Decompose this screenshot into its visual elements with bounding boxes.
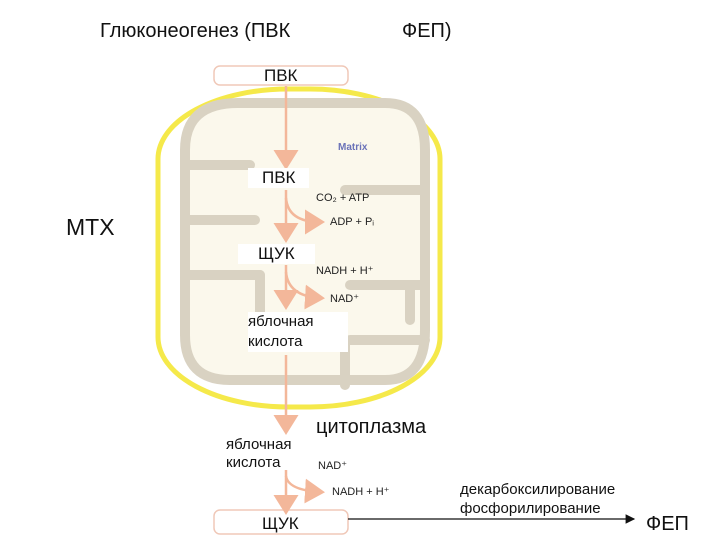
malate-cytoplasm-label: яблочная кислота [226,436,292,471]
adp-pi-label: ADP + Pᵢ [330,216,375,228]
cytoplasm-label: цитоплазма [316,416,427,438]
mtx-label: МТХ [66,214,115,240]
inner-membrane [180,98,430,385]
pvk-top-label: ПВК [264,66,298,85]
nadh-h-matrix-label: NADH + H⁺ [316,265,374,277]
phosphorylation-label: фосфорилирование [460,500,601,517]
nad-cytoplasm-label: NAD⁺ [318,460,348,472]
pvk-matrix-label: ПВК [248,168,310,188]
pathway-arrows [273,86,325,515]
nad-matrix-label: NAD⁺ [330,293,360,305]
oaa-cytoplasm-label: ЩУК [262,514,299,533]
pep-label: ФЕП [646,513,689,535]
title-left: Глюконеогенез (ПВК [100,20,291,42]
nadh-h-cytoplasm-label: NADH + H⁺ [332,486,390,498]
oaa-matrix-label: ЩУК [238,244,315,264]
co2-atp-label: CO₂ + ATP [316,192,370,204]
matrix-label: Matrix [338,142,368,153]
title-right: ФЕП) [402,20,452,42]
malate-matrix-label: яблочная кислота [248,312,348,352]
decarboxylation-label: декарбоксилирование [460,481,616,498]
pvk-top-box [213,65,349,86]
